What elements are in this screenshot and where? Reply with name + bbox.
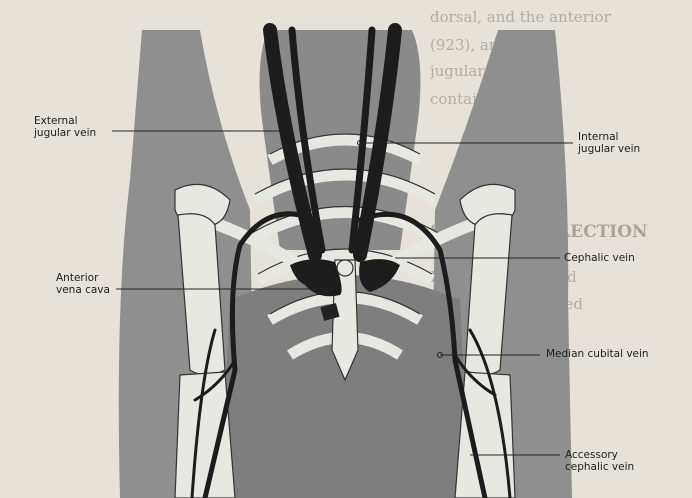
- label-cephalic-vein: Cephalic vein: [564, 252, 635, 264]
- label-external-line1: External: [34, 115, 96, 127]
- label-anterior-vena-cava: Anterior vena cava: [56, 272, 110, 296]
- label-median-cubital-vein: Median cubital vein: [546, 348, 649, 360]
- label-internal-jugular-vein: Internal jugular vein: [578, 131, 640, 155]
- label-accessory-line2: cephalic vein: [565, 461, 634, 473]
- label-internal-line1: Internal: [578, 131, 640, 143]
- label-avc-line2: vena cava: [56, 284, 110, 296]
- label-accessory-cephalic-vein: Accessory cephalic vein: [565, 449, 634, 473]
- label-external-jugular-vein: External jugular vein: [34, 115, 96, 139]
- left-forearm: [175, 372, 235, 498]
- label-external-line2: jugular vein: [34, 127, 96, 139]
- label-avc-line1: Anterior: [56, 272, 110, 284]
- label-accessory-line1: Accessory: [565, 449, 634, 461]
- label-internal-line2: jugular vein: [578, 143, 640, 155]
